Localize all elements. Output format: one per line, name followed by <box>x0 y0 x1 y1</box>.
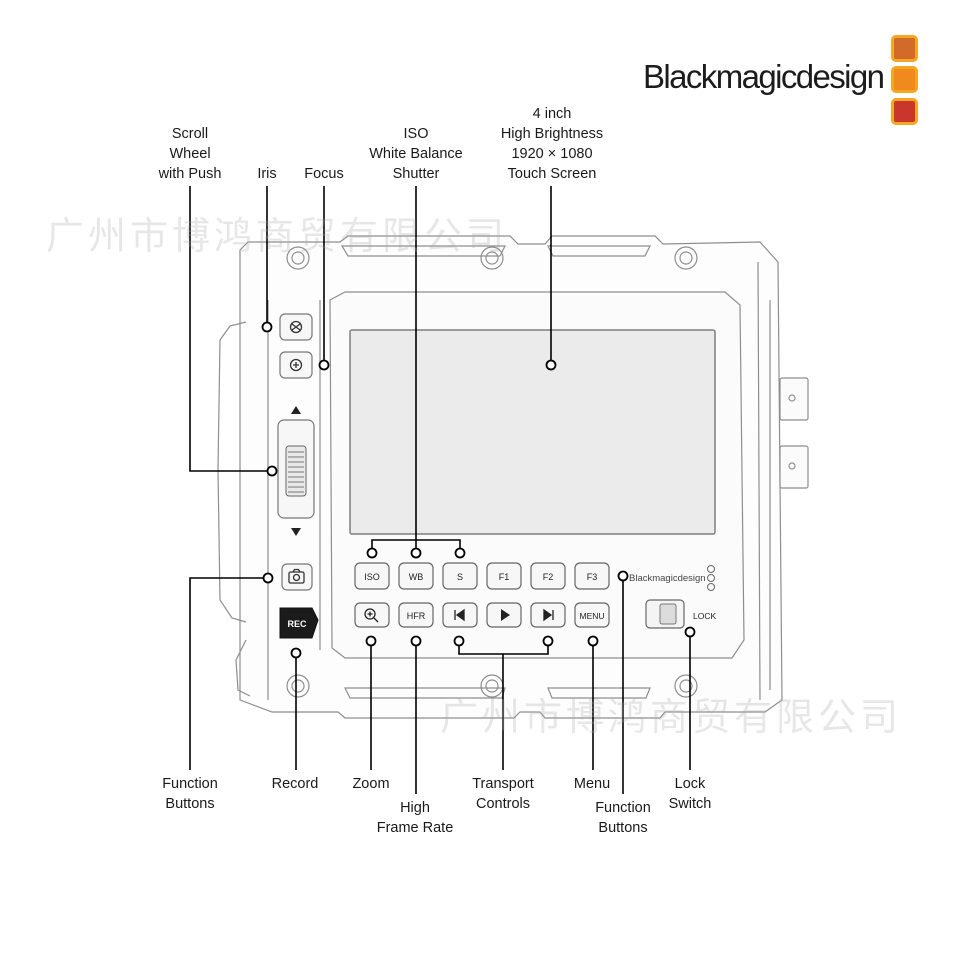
label-scroll-wheel: Scroll Wheel with Push <box>158 126 222 182</box>
rec-button[interactable] <box>279 607 319 639</box>
rec-label: REC <box>287 619 307 629</box>
hfr-label: HFR <box>407 611 426 621</box>
touch-screen <box>349 329 716 535</box>
label-touch-screen: 4 inch High Brightness 1920 × 1080 Touch… <box>500 106 604 182</box>
menu-label: MENU <box>579 611 604 621</box>
button-iso[interactable] <box>354 562 390 590</box>
function-button-row: ISO WB S F1 F2 F3 <box>354 562 610 590</box>
label-high-frame-rate: High Frame Rate <box>376 800 454 836</box>
label-lock-switch: Lock Switch <box>668 776 712 812</box>
label-transport-controls: Transport Controls <box>472 776 534 812</box>
control-button-row: HFR MENU <box>354 602 610 628</box>
left-grip <box>217 321 247 623</box>
focus-icon[interactable] <box>289 358 303 372</box>
label-record: Record <box>271 776 319 792</box>
arrow-up-icon <box>291 406 301 414</box>
label-iris: Iris <box>257 166 277 182</box>
skip-forward-icon <box>543 608 554 622</box>
button-label-f1: F1 <box>499 572 510 582</box>
button-f3[interactable] <box>574 562 610 590</box>
arrow-down-icon <box>291 528 301 536</box>
camera-icon[interactable] <box>288 568 305 584</box>
watermark-bottom: 广州市博鸿商贸有限公司 <box>440 695 903 739</box>
hfr-button[interactable] <box>398 602 434 628</box>
lock-label: LOCK <box>693 611 716 621</box>
brand-square-1 <box>891 35 918 62</box>
side-connector-bottom <box>779 445 809 489</box>
button-f2[interactable] <box>530 562 566 590</box>
skip-back-icon <box>454 608 465 622</box>
zoom-in-icon <box>364 608 379 623</box>
zoom-button[interactable] <box>354 602 390 628</box>
play-icon <box>501 609 510 621</box>
watermark-top: 广州市博鸿商贸有限公司 <box>46 214 509 258</box>
label-focus: Focus <box>304 166 344 182</box>
button-f1[interactable] <box>486 562 522 590</box>
label-function-buttons-left: Function Buttons <box>162 776 218 812</box>
side-connector-top <box>779 377 809 421</box>
button-label-f3: F3 <box>587 572 598 582</box>
iris-icon[interactable] <box>289 320 303 334</box>
button-label-s: S <box>457 572 463 582</box>
button-label-wb: WB <box>409 572 424 582</box>
label-menu: Menu <box>573 776 611 792</box>
button-label-iso: ISO <box>364 572 380 582</box>
menu-button[interactable] <box>574 602 610 628</box>
label-function-buttons-right: Function Buttons <box>595 800 651 836</box>
label-iso-wb-shutter: ISO White Balance Shutter <box>369 126 463 182</box>
brand-logo-text: Blackmagicdesign <box>643 58 885 95</box>
button-s[interactable] <box>442 562 478 590</box>
scroll-wheel[interactable] <box>285 445 307 497</box>
button-label-f2: F2 <box>543 572 554 582</box>
panel-logo-text: Blackmagicdesign <box>629 573 706 584</box>
button-wb[interactable] <box>398 562 434 590</box>
label-zoom: Zoom <box>352 776 390 792</box>
brand-square-3 <box>891 98 918 125</box>
brand-square-2 <box>891 66 918 93</box>
